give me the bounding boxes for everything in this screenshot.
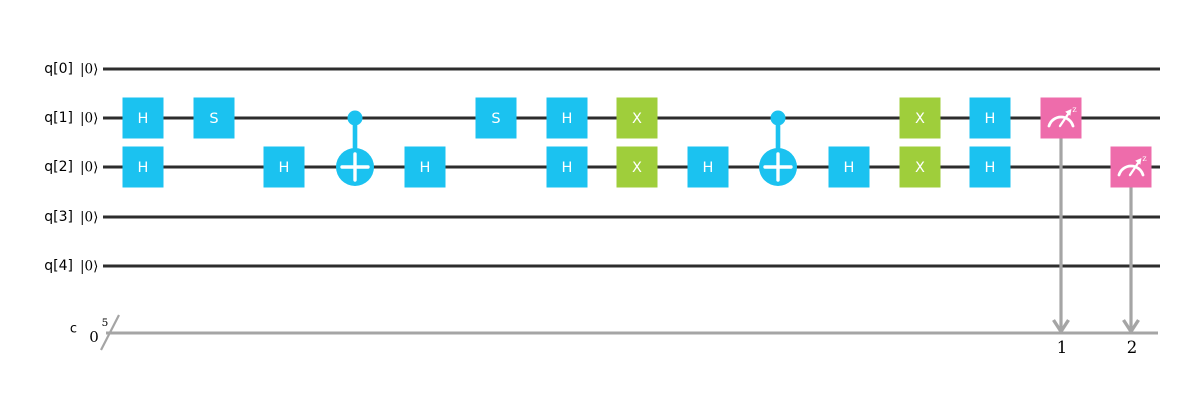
gate-x-15	[899, 146, 941, 188]
gate-label-x-15: X	[915, 160, 925, 176]
gate-h-7	[546, 97, 588, 139]
measure-needle-arrowhead-18	[1065, 109, 1072, 116]
ket-zero-label-3: |0⟩	[80, 210, 98, 226]
gate-label-x-14: X	[915, 111, 925, 127]
classical-bit-index-19: 2	[1127, 338, 1138, 357]
gate-label-h-5: H	[420, 160, 431, 176]
qubit-label-3: q[3]	[44, 209, 73, 225]
measure-needle-19	[1128, 161, 1140, 177]
gate-label-h-0: H	[138, 111, 149, 127]
gate-s-6	[475, 97, 517, 139]
gate-s-2	[193, 97, 235, 139]
gate-h-16	[969, 97, 1011, 139]
ket-zero-label-2: |0⟩	[80, 160, 98, 176]
gate-label-x-9: X	[632, 111, 642, 127]
measure-gauge-arc-19	[1117, 164, 1145, 177]
measure-basis-label-18: z	[1072, 105, 1076, 114]
qubit-label-2: q[2]	[44, 159, 73, 175]
classical-register-name: c	[70, 322, 77, 337]
gate-label-x-10: X	[632, 160, 642, 176]
cnot-control-dot-4	[347, 110, 363, 126]
gate-label-h-1: H	[138, 160, 149, 176]
measure-arrowhead-18	[1052, 319, 1070, 335]
qubit-label-0: q[0]	[44, 61, 73, 77]
gate-h-8	[546, 146, 588, 188]
gate-label-h-17: H	[985, 160, 996, 176]
gate-h-0	[122, 97, 164, 139]
gate-x-10	[616, 146, 658, 188]
gate-h-17	[969, 146, 1011, 188]
classical-register-subscript: 0	[89, 328, 99, 346]
classical-bit-index-18: 1	[1057, 338, 1068, 357]
gate-h-1	[122, 146, 164, 188]
ket-zero-label-1: |0⟩	[80, 111, 98, 127]
measure-needle-18	[1058, 112, 1070, 128]
gate-h-5	[404, 146, 446, 188]
gate-label-h-16: H	[985, 111, 996, 127]
qubit-label-4: q[4]	[44, 258, 73, 274]
classical-register-size: 5	[102, 317, 109, 329]
gate-label-h-11: H	[703, 160, 714, 176]
gate-x-9	[616, 97, 658, 139]
gate-h-13	[828, 146, 870, 188]
gate-label-s-2: S	[209, 111, 218, 127]
ket-zero-label-4: |0⟩	[80, 259, 98, 275]
gate-label-s-6: S	[491, 111, 500, 127]
measure-needle-arrowhead-19	[1135, 158, 1142, 165]
gate-label-h-3: H	[279, 160, 290, 176]
qubit-label-1: q[1]	[44, 110, 73, 126]
gate-label-h-13: H	[844, 160, 855, 176]
measure-arrowhead-19	[1122, 319, 1140, 335]
measure-basis-label-19: z	[1142, 154, 1146, 163]
gate-label-h-7: H	[562, 111, 573, 127]
ket-zero-label-0: |0⟩	[80, 62, 98, 78]
classical-bundle-slash	[100, 314, 120, 351]
gate-x-14	[899, 97, 941, 139]
cnot-control-dot-12	[770, 110, 786, 126]
gate-label-h-8: H	[562, 160, 573, 176]
gate-h-11	[687, 146, 729, 188]
gate-h-3	[263, 146, 305, 188]
measure-gauge-arc-18	[1047, 115, 1075, 128]
